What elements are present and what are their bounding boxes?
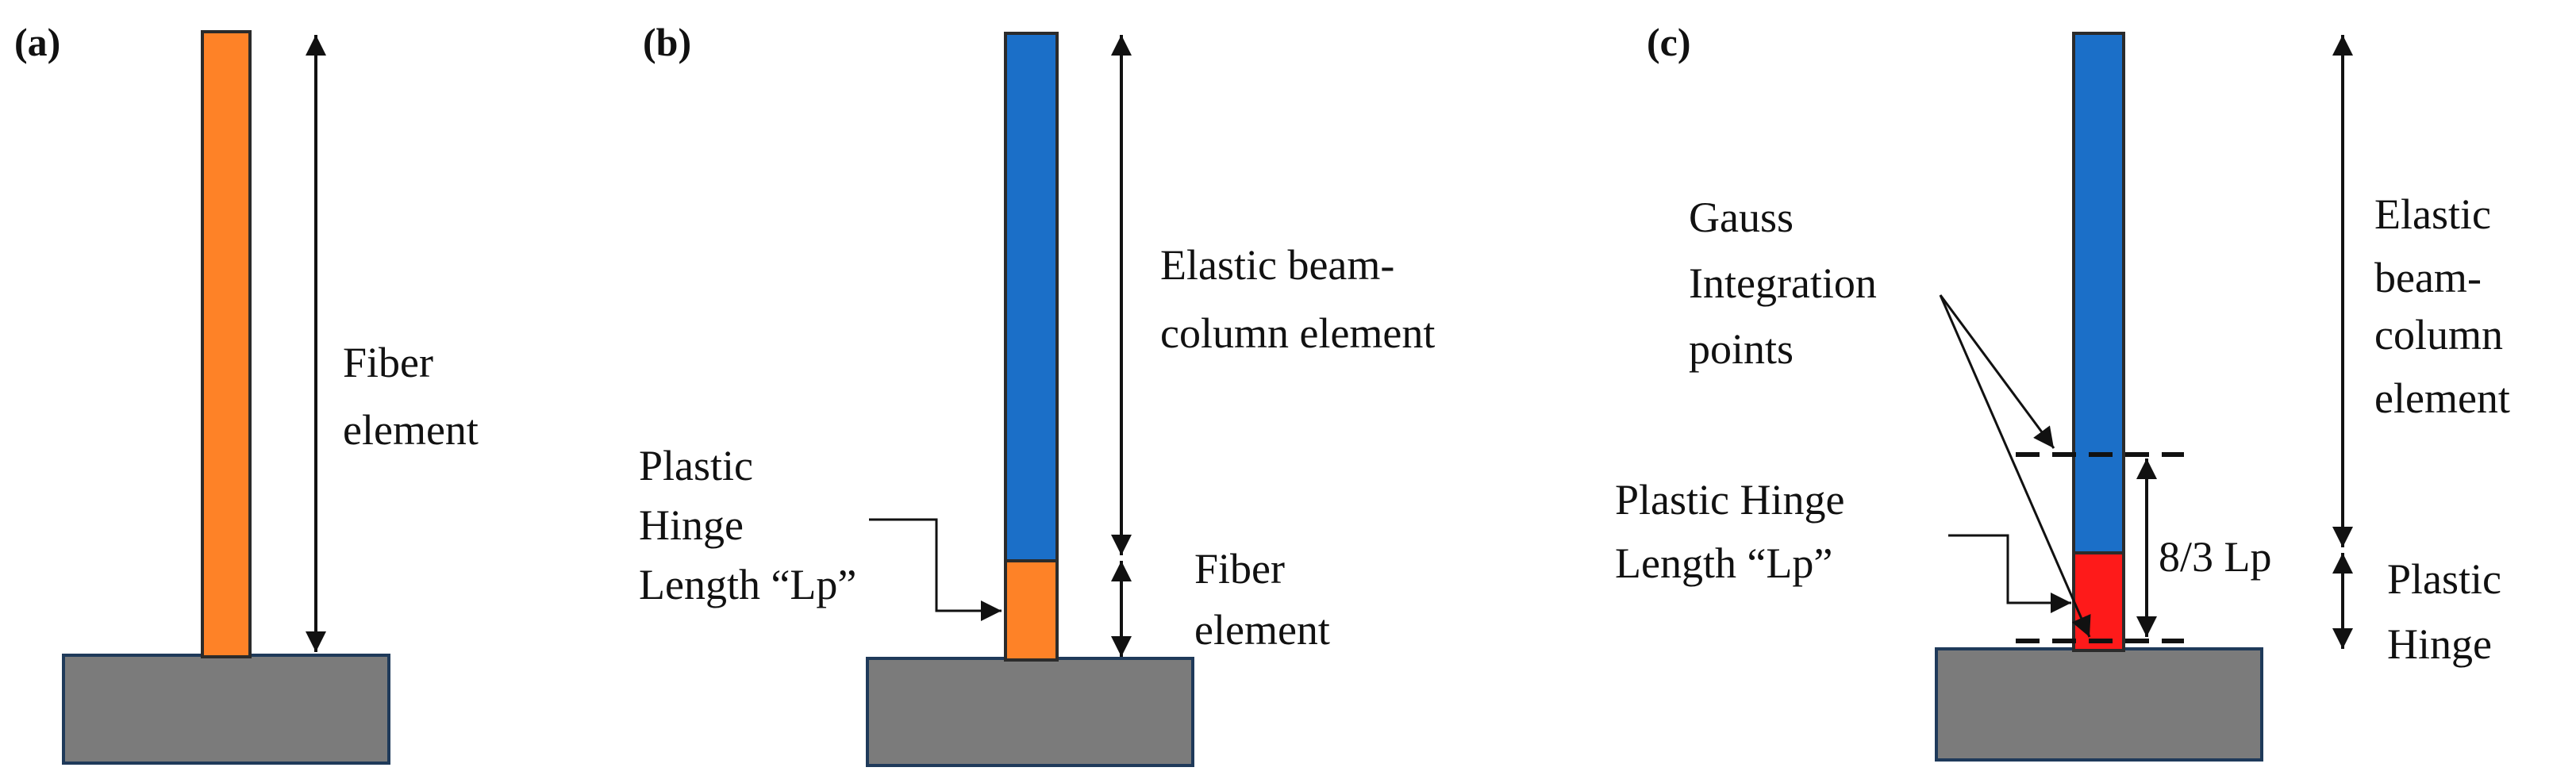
- panel-c-hinge-leader: [1948, 534, 2071, 613]
- panel-b-fiber-label: Fiber element: [1194, 545, 1330, 654]
- panel-a-foundation: [62, 654, 390, 765]
- panel-b-elastic-column: [1004, 32, 1059, 562]
- panel-a-fiber-label: Fiber element: [343, 339, 479, 454]
- panel-c: (c) 8/3 Lp Gauss Integration points Plas…: [1615, 20, 2513, 762]
- panel-b-foundation: [866, 657, 1194, 767]
- panel-c-letter: (c): [1647, 20, 1691, 64]
- panel-b-fiber-hinge: [1004, 559, 1059, 662]
- panel-c-dimension-label: 8/3 Lp: [2159, 533, 2272, 581]
- panel-c-gauss-label: Gauss Integration points: [1689, 194, 1887, 373]
- panel-b-elastic-label: Elastic beam- column element: [1160, 241, 1435, 357]
- panel-c-hinge-length-label: Plastic Hinge Length “Lp”: [1615, 476, 1855, 587]
- panel-c-foundation: [1935, 647, 2263, 762]
- panel-c-elastic-column: [2072, 32, 2125, 554]
- panel-c-gauss-pointer-top: [1939, 294, 2055, 449]
- panel-c-plastic-hinge-segment: [2072, 551, 2125, 652]
- panel-c-plastic-label: Plastic Hinge: [2387, 555, 2513, 668]
- panel-b: (b) Elastic beam- column element Plastic…: [639, 20, 1435, 767]
- panel-a-letter: (a): [14, 20, 60, 64]
- panel-c-gauss-pointer-bottom: [1939, 294, 2091, 638]
- panel-c-elastic-label: Elastic beam- column element: [2374, 190, 2513, 422]
- panel-b-hinge-leader: [869, 518, 1002, 621]
- panel-a: (a) Fiber element: [14, 20, 479, 765]
- panel-b-letter: (b): [643, 20, 691, 64]
- panel-a-fiber-column: [201, 30, 252, 658]
- panel-b-hinge-length-label: Plastic Hinge Length “Lp”: [639, 442, 856, 608]
